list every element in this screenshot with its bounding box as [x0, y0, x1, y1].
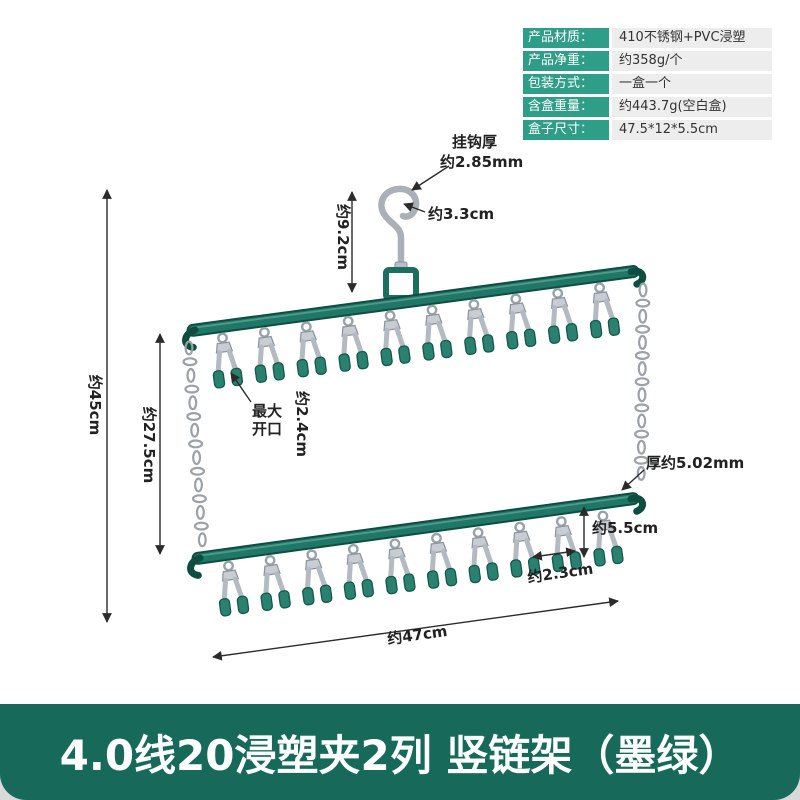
dim-width: 约47cm — [386, 622, 448, 648]
hook — [378, 185, 420, 301]
dim-clip-height: 约5.5cm — [592, 519, 658, 537]
dim-hook-thickness-line2: 约2.85mm — [440, 153, 523, 171]
spec-label-box-size: 盒子尺寸： — [523, 120, 609, 140]
dim-total-height: 约45cm — [86, 375, 104, 435]
chain-right — [633, 282, 651, 481]
product-title-banner: 4.0线20浸塑夹2列 竖链架（墨绿） — [0, 704, 800, 800]
product-title: 4.0线20浸塑夹2列 竖链架（墨绿） — [59, 730, 741, 780]
chain-left — [182, 340, 209, 548]
hook-bracket — [383, 267, 419, 301]
spec-value-net-weight: 约358g/个 — [612, 51, 772, 71]
spec-label-boxed-weight: 含盒重量： — [523, 97, 609, 117]
spec-value-packing: 一盒一个 — [612, 74, 772, 94]
bottom-bar — [187, 492, 647, 579]
hanger-diagram: 挂钩厚 约2.85mm 约3.3cm 约9.2cm 约45cm 约27.5cm … — [86, 133, 744, 661]
spec-label-net-weight: 产品净重： — [523, 51, 609, 71]
spec-label-packing: 包装方式： — [523, 74, 609, 94]
dimension-labels: 挂钩厚 约2.85mm 约3.3cm 约9.2cm 约45cm 约27.5cm … — [86, 133, 744, 648]
dim-between-bars: 约27.5cm — [140, 407, 158, 484]
dim-max-open-line1: 最大 — [252, 402, 282, 420]
top-bar — [182, 265, 647, 351]
dim-hook-thickness-line1: 挂钩厚 — [452, 133, 497, 151]
spec-value-boxed-weight: 约443.7g(空白盒) — [612, 97, 772, 117]
dim-hook-height: 约9.2cm — [334, 204, 352, 270]
dim-bar-thickness: 厚约5.02mm — [646, 454, 744, 472]
dim-max-open-size: 约2.4cm — [293, 391, 311, 457]
spec-table: 产品材质： 410不锈钢+PVC浸塑 产品净重： 约358g/个 包装方式： 一… — [523, 28, 772, 140]
spec-label-material: 产品材质： — [523, 28, 609, 48]
dim-hook-width: 约3.3cm — [428, 205, 494, 223]
spec-value-box-size: 47.5*12*5.5cm — [612, 120, 772, 140]
spec-value-material: 410不锈钢+PVC浸塑 — [612, 28, 772, 48]
dim-max-open-line2: 开口 — [252, 420, 282, 438]
dimension-arrows — [102, 165, 645, 661]
